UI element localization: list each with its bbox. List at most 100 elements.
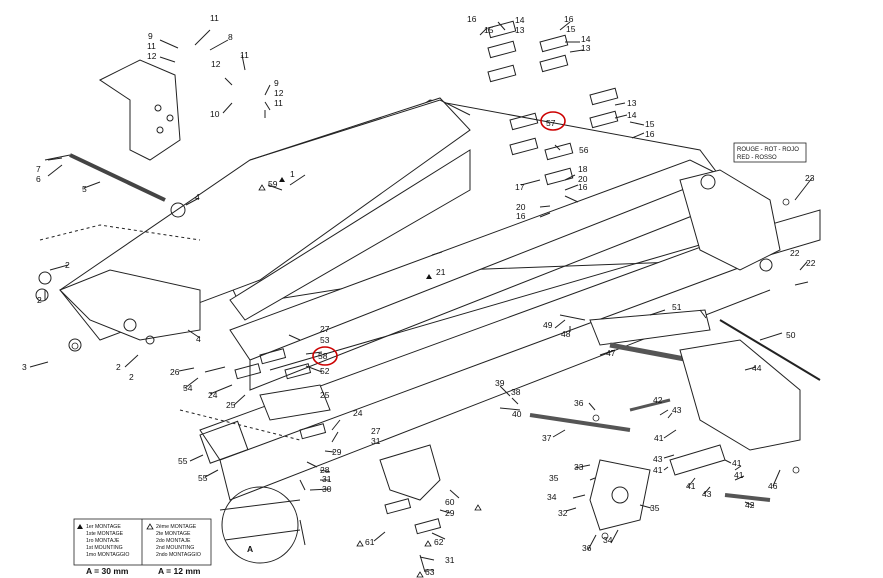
label-11: 11 — [274, 98, 283, 108]
label-6: 6 — [36, 174, 41, 184]
label-13: 13 — [627, 98, 637, 108]
legend-left-line1: 1er MONTAGE — [86, 524, 121, 530]
label-12: 12 — [274, 88, 284, 98]
label-24: 24 — [353, 408, 363, 418]
label-54: 54 — [183, 383, 193, 393]
label-7: 7 — [36, 164, 41, 174]
label-49: 49 — [543, 320, 553, 330]
legend-right-line2: 2te MONTAGE — [156, 531, 191, 537]
label-31: 31 — [322, 474, 332, 484]
label-38: 38 — [511, 387, 521, 397]
label-13: 13 — [515, 25, 525, 35]
label-57: 57 — [546, 118, 556, 128]
label-14: 14 — [515, 15, 525, 25]
label-20: 20 — [516, 202, 526, 212]
label-2: 2 — [116, 362, 121, 372]
label-41: 41 — [654, 433, 664, 443]
label-35: 35 — [549, 473, 559, 483]
label-48: 48 — [561, 329, 571, 339]
label-58: 58 — [318, 351, 328, 361]
label-40: 40 — [512, 409, 522, 419]
label-43: 43 — [672, 405, 682, 415]
label-14: 14 — [627, 110, 637, 120]
label-17: 17 — [515, 182, 525, 192]
label-60: 60 — [445, 497, 455, 507]
label-24: 24 — [208, 390, 218, 400]
label-47: 47 — [606, 348, 616, 358]
label-21: 21 — [436, 267, 446, 277]
label-2: 2 — [129, 372, 134, 382]
label-29: 29 — [332, 447, 342, 457]
legend-right-line5: 2ndo MONTAGGIO — [156, 552, 201, 558]
label-41: 41 — [653, 465, 663, 475]
label-a: A — [247, 544, 253, 554]
label-33: 33 — [574, 462, 584, 472]
label-37: 37 — [542, 433, 552, 443]
label-43: 43 — [702, 489, 712, 499]
label-9: 9 — [274, 78, 279, 88]
label-22: 22 — [806, 258, 816, 268]
label-15: 15 — [566, 24, 576, 34]
label-16: 16 — [578, 182, 588, 192]
label-26: 26 — [170, 367, 180, 377]
legend-left-line3: 1ro MONTAJE — [86, 538, 120, 544]
label-13: 13 — [581, 43, 591, 53]
label-41: 41 — [686, 481, 696, 491]
label-46: 46 — [768, 481, 778, 491]
label-34: 34 — [547, 492, 557, 502]
legend-left-line2: 1ste MONTAGE — [86, 531, 124, 537]
label-23: 23 — [805, 173, 815, 183]
label-43: 43 — [653, 454, 663, 464]
label-2: 2 — [37, 295, 42, 305]
label-31: 31 — [445, 555, 455, 565]
label-53: 53 — [320, 335, 330, 345]
label-31: 31 — [371, 436, 381, 446]
label-18: 18 — [578, 164, 588, 174]
label-11: 11 — [210, 13, 219, 23]
label-42: 42 — [653, 395, 663, 405]
label-52: 52 — [320, 366, 330, 376]
label-27: 27 — [371, 426, 381, 436]
label-8: 8 — [228, 32, 233, 42]
legend-left-line5: 1mo MONTAGGIO — [86, 552, 129, 558]
highlight-57 — [540, 111, 566, 131]
label-28: 28 — [320, 465, 330, 475]
label-25: 25 — [320, 390, 330, 400]
legend-right-line1: 2ème MONTAGE — [156, 524, 197, 530]
label-41: 41 — [732, 458, 742, 468]
label-59: 59 — [268, 179, 278, 189]
label-9: 9 — [148, 31, 153, 41]
label-32: 32 — [558, 508, 568, 518]
montage-legend: 1er MONTAGE 1ste MONTAGE 1ro MONTAJE 1st… — [73, 518, 212, 576]
label-4: 4 — [196, 334, 201, 344]
label-36: 36 — [582, 543, 592, 553]
legend-left-value: A = 30 mm — [86, 566, 129, 576]
highlight-58 — [312, 346, 338, 366]
label-62: 62 — [434, 537, 444, 547]
label-15: 15 — [645, 119, 655, 129]
label-51: 51 — [672, 302, 682, 312]
label-20: 20 — [578, 174, 588, 184]
label-56: 56 — [579, 145, 589, 155]
label-4: 4 — [195, 192, 200, 202]
label-16: 16 — [564, 14, 574, 24]
label-39: 39 — [495, 378, 505, 388]
legend-right-line4: 2nd MOUNTING — [156, 545, 194, 551]
label-27: 27 — [320, 324, 330, 334]
label-15: 15 — [484, 25, 494, 35]
label-42: 42 — [745, 500, 755, 510]
label-3: 3 — [22, 362, 27, 372]
label-63: 63 — [425, 567, 435, 577]
label-35: 35 — [650, 503, 660, 513]
label-12: 12 — [211, 59, 221, 69]
label-50: 50 — [786, 330, 796, 340]
label-10: 10 — [210, 109, 220, 119]
label-16: 16 — [645, 129, 655, 139]
label-29: 29 — [445, 508, 455, 518]
label-34: 34 — [603, 535, 613, 545]
label-16: 16 — [516, 211, 526, 221]
legend-right-value: A = 12 mm — [158, 566, 201, 576]
label-14: 14 — [581, 34, 591, 44]
